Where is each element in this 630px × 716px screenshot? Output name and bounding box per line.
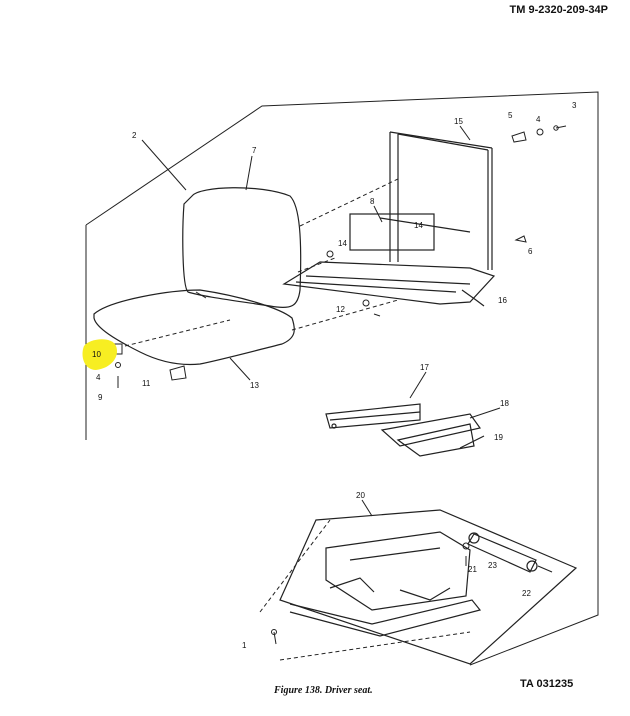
callout-12: 12 [336,305,345,314]
leader-20 [361,499,373,517]
callout-14-a: 14 [338,239,347,248]
assembly-boundary [85,91,599,666]
callout-10: 10 [92,350,101,359]
callout-labels: 1 2 3 4 4 5 6 7 8 9 10 11 12 13 14 14 15… [92,101,577,650]
callout-16: 16 [498,296,507,305]
ta-number: TA 031235 [520,678,574,690]
seat-slide [325,403,485,457]
leader-13 [229,357,251,381]
callout-14-b: 14 [414,221,423,230]
callout-11: 11 [142,379,151,388]
callout-19: 19 [494,433,503,442]
callout-5: 5 [508,111,513,120]
base-hardware [271,542,470,645]
shock-absorber [467,532,553,573]
callout-4: 4 [536,115,541,124]
callout-13: 13 [250,381,259,390]
callout-21: 21 [468,565,477,574]
leader-18 [469,407,501,419]
figure-caption: Figure 138. Driver seat. [274,685,373,696]
highlight-marker [82,339,118,370]
callout-6: 6 [528,247,533,256]
leader-17 [409,371,427,399]
callout-17: 17 [420,363,429,372]
callout-22: 22 [522,589,531,598]
leader-2 [141,139,187,191]
callout-23: 23 [488,561,497,570]
callout-2: 2 [132,131,137,140]
callout-8: 8 [370,197,375,206]
hardware-top [326,125,567,317]
seat-base [279,509,578,665]
callout-7: 7 [252,146,257,155]
leader-15 [459,125,471,141]
callout-20: 20 [356,491,365,500]
seat-frame [282,131,496,307]
callout-4-left: 4 [96,373,101,382]
seat-cushion [93,289,295,366]
callout-1: 1 [242,641,247,650]
callout-18: 18 [500,399,509,408]
callout-9: 9 [98,393,103,402]
leader-7 [245,155,253,191]
seat-back [182,187,302,309]
callout-15: 15 [454,117,463,126]
callout-3: 3 [572,101,577,110]
leader-8 [373,205,383,223]
doc-number: TM 9-2320-209-34P [509,4,608,16]
